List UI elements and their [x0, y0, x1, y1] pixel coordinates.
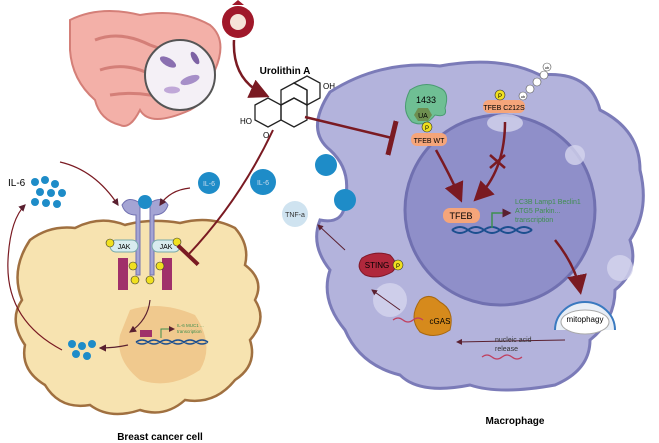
- transcription-arrow: [491, 208, 512, 228]
- arrow-to-mitophagy: [554, 239, 587, 295]
- mitophagy-label: mitophagy: [567, 315, 604, 324]
- arrow-secretion: [98, 344, 129, 352]
- breast-cancer-cell-label: Breast cancer cell: [117, 432, 203, 443]
- cancer-nucleus: [119, 306, 207, 384]
- il6-dot-cluster: [68, 340, 96, 360]
- jak-label: JAK: [160, 244, 173, 251]
- tfeb-label: TFEB: [449, 211, 472, 221]
- il6-receptor: [118, 195, 172, 290]
- arrow-il6-to-receptor: [59, 161, 119, 207]
- transcription-factor: [140, 330, 152, 337]
- ua-label: UA: [418, 113, 428, 120]
- inhibit-arrow-ua-tfeb: [304, 115, 399, 156]
- tnfa-label: TNF-a: [285, 212, 305, 219]
- nucleic-acid-label: nucleic acid: [495, 337, 532, 344]
- phospho-label: P: [498, 94, 502, 100]
- inhibit-arrow-ua-jak: [176, 129, 274, 267]
- pomegranate-icon: [222, 0, 254, 38]
- phospho-icon: [494, 89, 506, 101]
- ubiquitin-chain: [518, 62, 552, 101]
- tfeb-wt-label: TFEB WT: [414, 138, 445, 145]
- arrow-tfebwt-to-nucleus: [434, 149, 464, 203]
- urolithin-a-label: Urolithin A: [260, 66, 311, 77]
- ho-label: HO: [240, 117, 252, 126]
- protein-1433-label: 1433: [416, 95, 436, 105]
- genes-text: ATG5 Parkin...: [515, 208, 560, 215]
- block-cross-icon: [489, 154, 506, 169]
- arrow-autocrine-loop: [7, 204, 63, 351]
- nucleic-acid-label: release: [495, 346, 518, 353]
- phospho-icon: [392, 259, 404, 271]
- cgas-protein: [413, 296, 452, 336]
- il6-molecule: [250, 169, 276, 195]
- tfeb-c212s-label: TFEB C212S: [483, 105, 525, 112]
- il6-free-label: IL-6: [8, 178, 26, 189]
- ketone-label: O: [263, 131, 269, 140]
- ub-label: ub: [521, 94, 526, 99]
- tfeb-c212s-protein: [483, 100, 525, 113]
- genes-text: IL-6 MUC1 ...: [177, 323, 204, 328]
- transcription-arrow: [160, 326, 175, 338]
- tfeb-protein: [443, 208, 480, 223]
- dna-icon: [135, 339, 209, 345]
- phospho-label: P: [396, 264, 400, 270]
- genes-text: LC3B Lamp1 Beclin1: [515, 199, 581, 206]
- il6-dot-cluster: [31, 176, 66, 208]
- il6-label: IL-6: [257, 180, 269, 187]
- phospho-label: P: [425, 126, 429, 132]
- arrow-il6-to-receptor: [159, 187, 191, 206]
- tnfa-molecule: [282, 201, 308, 227]
- phospho-icon: [421, 121, 433, 133]
- genes-text: transcription: [515, 217, 553, 224]
- arrow-c212s-to-nucleus: [473, 121, 507, 202]
- urolithin-a-structure: [254, 75, 321, 128]
- sting-protein: [358, 252, 396, 278]
- il6-molecule: [198, 172, 220, 194]
- phospho-group: [105, 237, 182, 285]
- macrophage-label: Macrophage: [486, 416, 545, 427]
- arrow-receptor-to-nucleus: [129, 299, 151, 333]
- jak-label: JAK: [118, 244, 131, 251]
- arrow-pomegranate-to-urolithin: [232, 39, 270, 98]
- sting-label: STING: [365, 261, 389, 270]
- dna-icon: [392, 317, 424, 323]
- arrow-mitophagy-to-cgas: [456, 338, 566, 345]
- il6-label: IL-6: [203, 181, 215, 188]
- dna-icon: [481, 354, 523, 360]
- genes-text: transcription: [177, 329, 202, 334]
- cgas-label: cGAS: [430, 317, 451, 326]
- ub-label: ub: [545, 65, 550, 70]
- il6-large-circle: [334, 189, 356, 211]
- oh-label: OH: [323, 82, 335, 91]
- il6-large-circle: [315, 154, 337, 176]
- tfeb-wt-protein: [411, 133, 447, 146]
- arrow-sting-to-cytokines: [317, 224, 346, 251]
- ua-hexagon: [414, 108, 432, 121]
- arrow-cgas-to-sting: [371, 289, 401, 311]
- gut-microbiota-magnifier: [144, 39, 216, 111]
